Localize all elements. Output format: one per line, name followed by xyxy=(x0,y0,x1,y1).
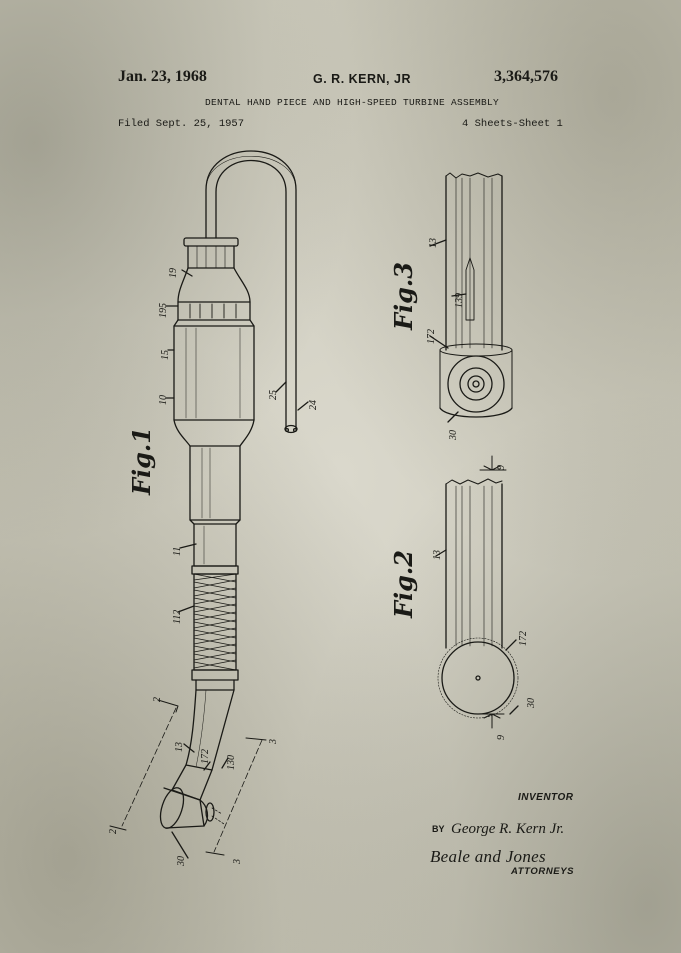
ref-numeral: 3 xyxy=(268,739,279,745)
ref-numeral: 172 xyxy=(518,631,529,646)
sheet-count: 4 Sheets-Sheet 1 xyxy=(462,118,563,130)
ref-numeral: 9 xyxy=(496,465,507,470)
patent-date: Jan. 23, 1968 xyxy=(118,68,207,85)
ref-numeral: 172 xyxy=(200,749,211,764)
ref-numeral: 25 xyxy=(268,390,279,400)
ref-numeral: 172 xyxy=(426,329,437,344)
ref-numeral: 2 xyxy=(108,829,119,834)
fig3-view xyxy=(429,172,513,423)
ref-numeral: 30 xyxy=(176,856,187,867)
ref-numeral: 195 xyxy=(158,303,169,318)
fig1-handpiece xyxy=(109,150,309,859)
ref-numeral: 3 xyxy=(232,859,243,865)
ref-numeral: 13 xyxy=(174,742,185,752)
attorney-signature: Beale and Jones xyxy=(430,847,546,866)
ref-numeral: 112 xyxy=(172,610,183,624)
ref-numeral: 30 xyxy=(526,698,537,709)
ref-numeral: 13 xyxy=(428,238,439,248)
ref-numeral: 30 xyxy=(448,430,459,441)
fig3-label: Fig.3 xyxy=(389,262,418,331)
filed-date: Filed Sept. 25, 1957 xyxy=(118,118,245,130)
ref-numeral: 11 xyxy=(172,547,183,556)
header-inventor: G. R. KERN, JR xyxy=(313,72,411,86)
ref-numeral: 9 xyxy=(496,735,507,740)
ref-numeral: 130 xyxy=(226,755,237,770)
inventor-signature: George R. Kern Jr. xyxy=(451,821,565,837)
ref-numeral: 13 xyxy=(432,550,443,560)
ref-numeral: 24 xyxy=(308,400,319,410)
ref-numeral: 15 xyxy=(160,350,171,360)
fig2-label: Fig.2 xyxy=(389,550,418,619)
ref-numeral: 10 xyxy=(158,395,169,405)
inventor-label: INVENTOR xyxy=(518,792,574,803)
ref-numeral: 19 xyxy=(168,268,179,278)
fig2-view xyxy=(435,455,519,729)
fig1-label: Fig.1 xyxy=(127,427,156,496)
patent-title: DENTAL HAND PIECE AND HIGH-SPEED TURBINE… xyxy=(205,97,500,108)
attorneys-label: ATTORNEYS xyxy=(511,866,575,877)
by-label: BY xyxy=(432,824,445,834)
ref-numeral: 2 xyxy=(152,697,163,702)
ref-numeral: 139 xyxy=(454,293,465,308)
patent-number: 3,364,576 xyxy=(494,68,558,85)
